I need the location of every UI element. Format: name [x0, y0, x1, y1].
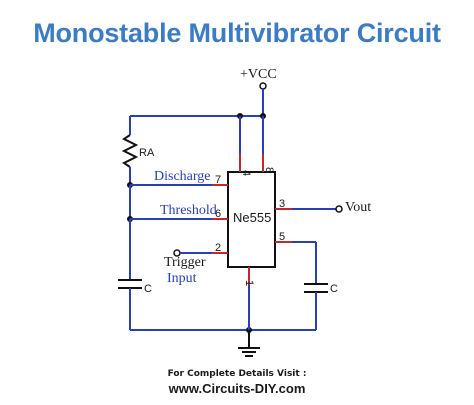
vcc-terminal	[259, 82, 267, 90]
page-title: Monostable Multivibrator Circuit	[33, 18, 441, 48]
output-terminal	[335, 205, 343, 213]
ic-label: Ne555	[233, 210, 271, 225]
pin-number-4: 4	[240, 170, 252, 176]
input-label: Input	[167, 271, 197, 286]
discharge-label: Discharge	[154, 169, 211, 184]
resistor-label: RA	[139, 147, 155, 159]
capacitor-right-label: C	[330, 283, 338, 295]
footer-website: www.Circuits-DIY.com	[168, 381, 306, 396]
ne555-ic	[227, 171, 276, 268]
vout-label: Vout	[345, 200, 371, 215]
threshold-label: Threshold	[160, 203, 217, 218]
capacitor-left-label: C	[144, 283, 152, 295]
footer-caption: For Complete Details Visit :	[167, 369, 307, 379]
pin-number-7: 7	[215, 174, 221, 186]
pin-number-2: 2	[215, 242, 221, 254]
vcc-label: +VCC	[240, 67, 277, 82]
pin-number-3: 3	[279, 198, 285, 210]
pin-number-1: 1	[243, 280, 255, 286]
pin-number-8: 8	[263, 167, 275, 173]
pin-number-6: 6	[215, 208, 221, 220]
resistor-ra	[121, 134, 139, 168]
trigger-label: Trigger	[164, 255, 206, 270]
pin-number-5: 5	[279, 231, 285, 243]
